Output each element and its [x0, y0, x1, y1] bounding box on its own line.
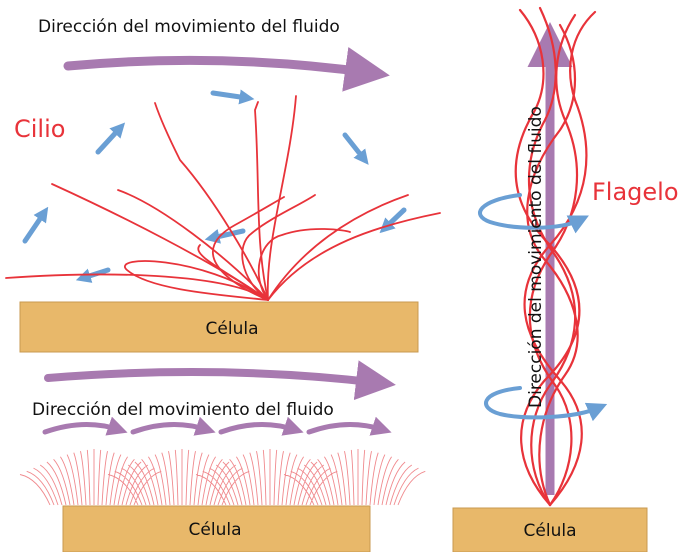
cell-right: [452, 507, 648, 552]
wave-arrow-icon: [306, 416, 392, 436]
cilia-carpet-strokes: [19, 448, 426, 506]
wave-arrow-icon: [130, 416, 216, 436]
motion-arrow-icon: [95, 122, 126, 155]
cell-label-top: Célula: [206, 319, 259, 339]
motion-arrow-icon: [342, 132, 369, 165]
cilium-motion-arrows: [22, 89, 407, 283]
motion-arrow-icon: [210, 89, 255, 105]
fluid-direction-label-vertical: Dirección del movimiento del fluido: [526, 106, 546, 408]
metachronal-wave-arrows: [42, 416, 392, 436]
fluid-direction-label-top: Dirección del movimiento del fluido: [38, 17, 340, 37]
wave-arrow-icon: [218, 416, 304, 436]
motion-arrow-icon: [204, 228, 246, 244]
cell-bottom: [62, 505, 371, 552]
cilia-carpet: [19, 448, 426, 506]
flagelo-label: Flagelo: [592, 178, 679, 206]
fluid-flow-arrow-bottom: [44, 360, 396, 401]
fluid-flow-arrow-top: [63, 47, 390, 92]
rotation-arrows: [478, 193, 608, 422]
cilio-label: Cilio: [14, 115, 65, 143]
cell-label-bottom: Célula: [189, 520, 242, 540]
rotation-arrow-icon: [478, 193, 589, 234]
motion-arrow-icon: [22, 206, 49, 244]
cell-top: [19, 301, 419, 353]
fluid-direction-label-bottom: Dirección del movimiento del fluido: [32, 400, 334, 420]
cell-label-right: Célula: [524, 521, 577, 541]
rotation-arrow-icon: [484, 386, 608, 422]
wave-arrow-icon: [42, 416, 128, 436]
cilium-strokes: [5, 95, 441, 301]
